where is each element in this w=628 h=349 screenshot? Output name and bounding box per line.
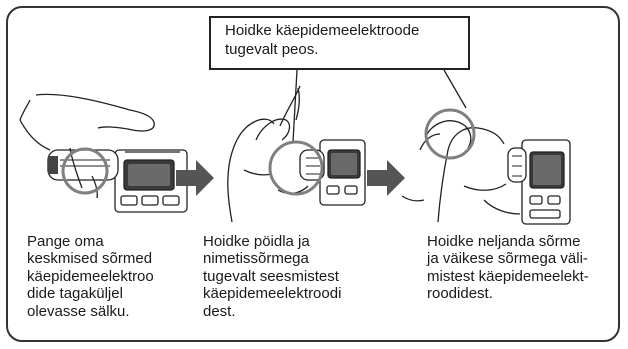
right-arrow-icon [176,160,214,196]
step-2-line-3: tugevalt seesmistest [203,267,339,285]
step-2-illustration [227,85,366,223]
step-1-line-1: Pange oma [27,233,104,250]
step-3-line-1: Hoidke neljanda sõrme [427,233,581,250]
step-3-caption: Hoidke neljanda sõrme ja väikese sõrmega… [427,233,589,303]
step-2-line-4: käepidemeelektroodi [203,285,342,303]
callout-box: Hoidke käepidemeelektroode tugevalt peos… [209,16,470,70]
step-2-line-5: dest. [203,302,236,320]
step-1-line-5: olevasse sälku. [27,302,130,320]
callout-line-1: Hoidke käepidemeelektroode [225,22,420,39]
step-2-caption: Hoidke pöidla ja nimetissõrmega tugevalt… [203,233,341,320]
step-1-caption: Pange oma keskmised sõrmed käepidemeelek… [27,233,154,320]
step-1-line-2: keskmised sõrmed [27,250,153,268]
step-2-line-1: Hoidke pöidla ja [203,233,310,250]
callout-pointer [292,69,467,143]
step-2-line-2: nimetissõrmega [203,250,309,268]
step-3-line-2: ja väikese sõrmega väli- [427,250,588,268]
step-1-line-4: dide tagaküljel [27,285,123,303]
step-3-line-3: mistest käepidemeelekt- [427,267,589,285]
right-arrow-icon [367,160,405,196]
step-1-illustration [19,93,188,213]
callout-line-2: tugevalt peos. [225,41,319,58]
instruction-frame [6,6,620,342]
step-3-line-4: roodidest. [427,285,493,303]
step-3-illustration [401,108,571,225]
step-1-line-3: käepidemeelektroo [27,267,154,285]
